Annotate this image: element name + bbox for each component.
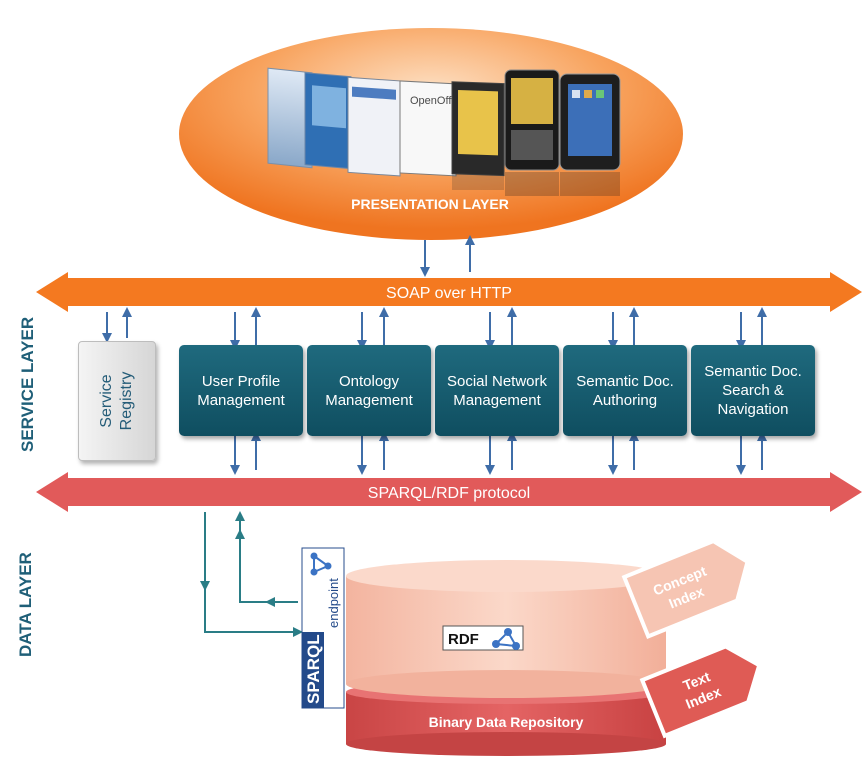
sparql-endpoint-main: SPARQL bbox=[304, 634, 323, 704]
service-registry-label: Service Registry bbox=[98, 371, 135, 431]
sparql-endpoint-sub: endpoint bbox=[326, 578, 341, 628]
user-profile-management-box: User Profile Management bbox=[179, 345, 303, 436]
sparql-bus bbox=[36, 472, 862, 512]
social-network-management-box: Social Network Management bbox=[435, 345, 559, 436]
data-layer-label: DATA LAYER bbox=[16, 552, 35, 657]
sparql-graph-icon bbox=[310, 552, 332, 576]
binary-repo-label: Binary Data Repository bbox=[429, 714, 584, 730]
semantic-doc-authoring-box: Semantic Doc. Authoring bbox=[563, 345, 687, 436]
rdf-label: RDF bbox=[448, 631, 479, 648]
service-layer-label: SERVICE LAYER bbox=[18, 316, 37, 452]
semantic-doc-search-navigation-box: Semantic Doc. Search & Navigation bbox=[691, 345, 815, 436]
soap-connectors bbox=[102, 307, 767, 350]
service-registry: Service Registry bbox=[78, 341, 156, 461]
presentation-layer-label: PRESENTATION LAYER bbox=[351, 196, 509, 212]
sparql-endpoint: SPARQL endpoint bbox=[301, 547, 345, 709]
sparql-connectors bbox=[230, 431, 767, 475]
rdf-graph-icon bbox=[492, 628, 520, 650]
ontology-management-box: Ontology Management bbox=[307, 345, 431, 436]
concept-index: Concept Index bbox=[621, 538, 750, 640]
text-index: Text Index bbox=[639, 644, 762, 739]
data-connectors bbox=[200, 511, 303, 637]
device-screens-icon: OpenOffice bbox=[267, 67, 621, 196]
soap-bus bbox=[36, 272, 862, 312]
sparql-bus-label: SPARQL/RDF protocol bbox=[368, 485, 530, 502]
rdf-store: RDF bbox=[346, 560, 666, 698]
soap-bus-label: SOAP over HTTP bbox=[386, 285, 512, 302]
